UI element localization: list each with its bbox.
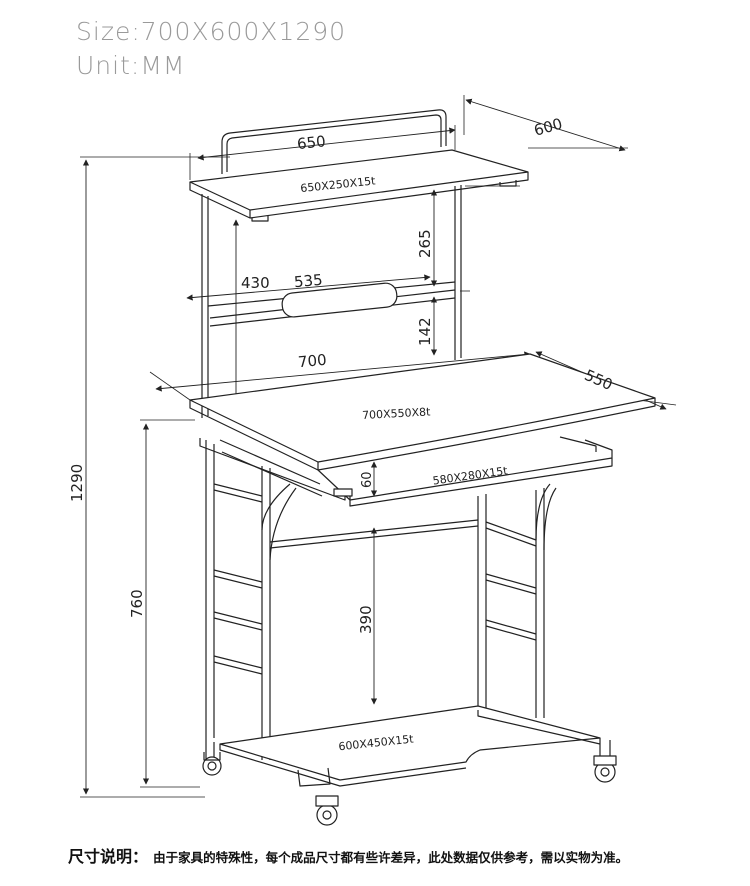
label-total-height: 1290 bbox=[68, 464, 86, 502]
label-top-height: 430 bbox=[241, 274, 270, 292]
size-note-text: 由于家具的特殊性，每个成品尺寸都有些许差异，此处数据仅供参考，需以实物为准。 bbox=[153, 850, 629, 865]
label-lower-gap: 142 bbox=[416, 317, 434, 346]
caster-front-left bbox=[202, 756, 222, 776]
size-note: 尺寸说明： 由于家具的特殊性，每个成品尺寸都有些许差异，此处数据仅供参考，需以实… bbox=[68, 843, 738, 869]
label-drawer-height: 60 bbox=[360, 471, 375, 488]
dim-line-total-depth bbox=[465, 98, 626, 152]
dim-line-shelf-width bbox=[197, 127, 456, 161]
dim-line-rail-width bbox=[186, 274, 431, 301]
label-upper-gap: 265 bbox=[416, 229, 434, 258]
base-shelf bbox=[219, 705, 601, 781]
caster-front-center bbox=[316, 804, 338, 826]
label-desk-width: 700 bbox=[297, 351, 327, 371]
label-desk-height: 760 bbox=[128, 589, 146, 618]
label-rail-width: 535 bbox=[293, 271, 323, 291]
size-note-label: 尺寸说明： bbox=[68, 847, 149, 866]
label-under-height: 390 bbox=[357, 605, 375, 634]
label-total-depth: 600 bbox=[532, 114, 564, 139]
dim-line-desk-width bbox=[155, 351, 531, 392]
label-shelf-width: 650 bbox=[296, 132, 326, 153]
unit-label: Unit:MM bbox=[76, 51, 186, 80]
dimension-lines bbox=[82, 98, 667, 795]
paper-roll bbox=[281, 282, 398, 318]
desk-top bbox=[189, 353, 656, 463]
size-title: Size:700X600X1290 bbox=[76, 17, 347, 46]
top-handle bbox=[221, 109, 447, 174]
desk-outline bbox=[189, 109, 656, 826]
label-desk-panel: 700X550X8t bbox=[362, 405, 432, 422]
